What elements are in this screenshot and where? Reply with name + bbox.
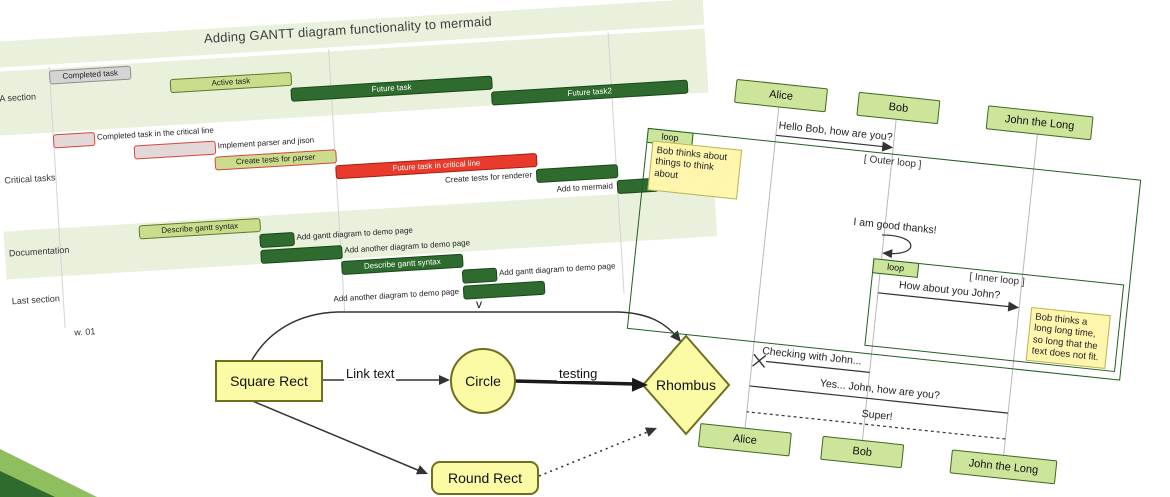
circle-node: Circle: [450, 348, 516, 414]
arrowhead-icon: [644, 427, 657, 437]
round-rect-node: Round Rect: [431, 461, 539, 495]
edge-label-link-text: Link text: [344, 366, 397, 381]
note-box: Bob thinks a long long time, so long tha…: [1025, 306, 1111, 369]
edge-top-route: [251, 311, 678, 361]
lifeline-alice: [744, 107, 780, 428]
sequence-diagram: loop [ Outer loop ] loop [ Inner loop ] …: [608, 70, 1159, 497]
lifeline-john: [1003, 134, 1038, 455]
edge-dotted: [538, 430, 651, 477]
edge-testing-thick: [513, 379, 637, 386]
message-line-dashed: [746, 411, 1006, 440]
arrowhead-icon: [631, 377, 648, 392]
rhombus-node-label: Rhombus: [656, 377, 716, 393]
arrowhead-icon: [1007, 301, 1020, 312]
arrowhead-icon: [439, 375, 450, 385]
note-box: Bob thinks about things to think about: [647, 140, 743, 200]
cross-marker-icon: [752, 354, 767, 367]
self-message-arc: [882, 234, 912, 255]
message-line: [749, 385, 1009, 414]
decoration-wedge-dark: [0, 471, 55, 497]
message-line: [877, 292, 1012, 308]
edge-label-testing: testing: [557, 366, 600, 381]
edge-square-to-round: [249, 399, 421, 472]
edge-label-v: v: [476, 297, 482, 311]
square-rect-node: Square Rect: [215, 360, 323, 402]
sequence-lines: [744, 107, 1038, 455]
lifeline-bob: [861, 119, 897, 441]
message-line: [766, 360, 870, 373]
arrowhead-icon: [670, 330, 681, 342]
arrowhead-icon: [415, 465, 428, 475]
message-line: [775, 134, 886, 148]
arrowhead-icon: [881, 141, 894, 152]
arrowhead-icon: [882, 249, 893, 259]
rhombus-node-shape: [641, 334, 731, 436]
